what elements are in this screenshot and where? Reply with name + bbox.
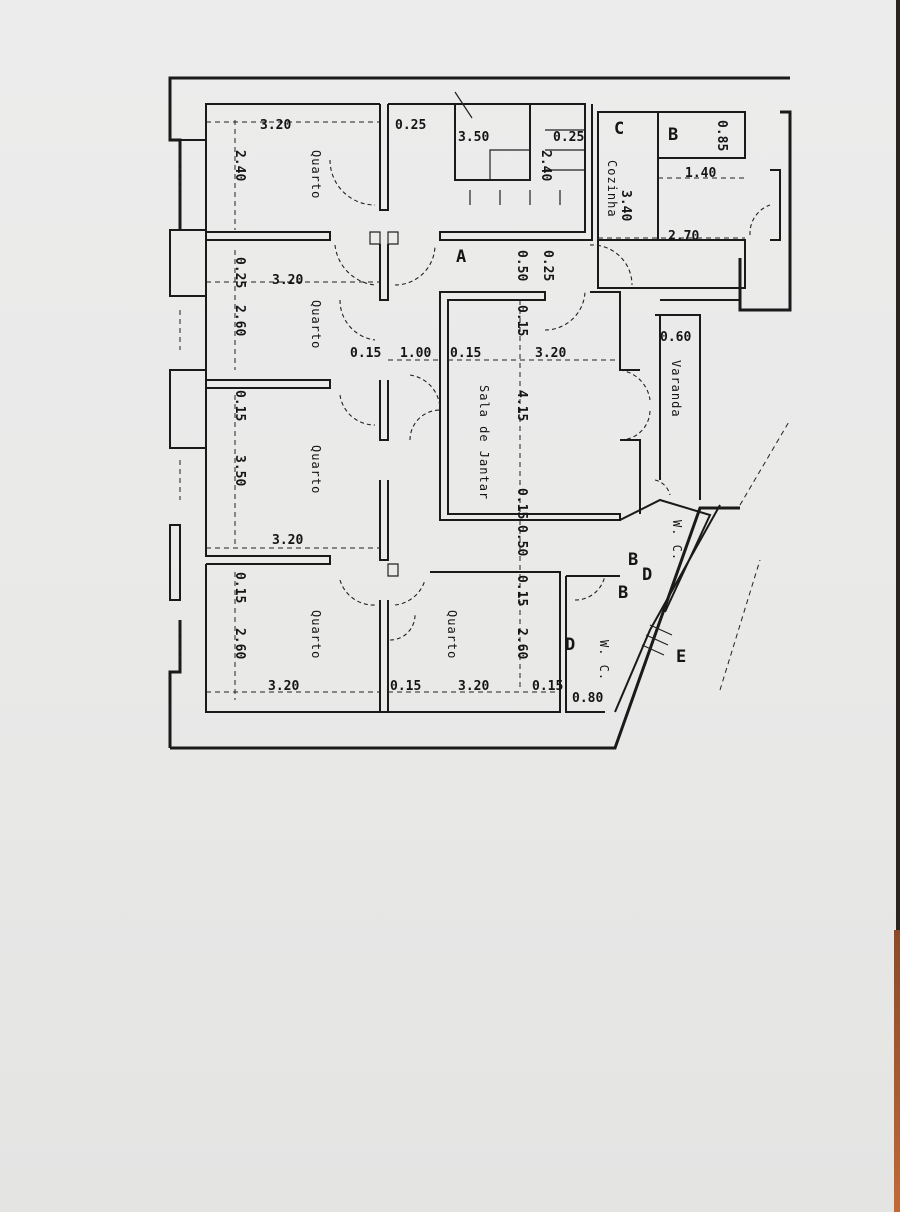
room-label-wc-1: W. C. <box>670 520 684 561</box>
marker-d-2: D <box>565 635 575 655</box>
dim-hall-050-b: 0.50 <box>514 525 529 556</box>
dim-wall-015-i: 0.15 <box>532 679 563 694</box>
marker-c: C <box>614 119 624 139</box>
dim-stair-width: 3.50 <box>458 130 489 145</box>
dim-q2-width: 3.20 <box>272 273 303 288</box>
dim-wall-015-b: 0.15 <box>232 572 247 603</box>
dim-wall-015-a: 0.15 <box>232 390 247 421</box>
background-edge <box>894 930 900 1212</box>
dim-wc-width: 0.80 <box>572 691 603 706</box>
sala-walls <box>439 291 701 521</box>
room-label-quarto-4: Quarto <box>309 610 323 659</box>
paper-edge-shadow <box>896 0 900 1212</box>
interior-walls-left <box>205 104 399 713</box>
dim-wall-015-f: 0.15 <box>514 488 529 519</box>
dim-sala-width: 3.20 <box>535 346 566 361</box>
marker-e: E <box>676 647 686 667</box>
exterior-lines <box>454 91 791 691</box>
dim-q4-depth: 2.60 <box>232 628 247 659</box>
dim-wall-015-d: 0.15 <box>350 346 381 361</box>
lower-right-walls <box>388 498 721 713</box>
dim-hall-050-a: 0.50 <box>514 250 529 281</box>
dim-q5-width: 3.20 <box>458 679 489 694</box>
room-label-quarto-5: Quarto <box>445 610 459 659</box>
marker-d-1: D <box>642 565 652 585</box>
dim-cozinha-width: 2.70 <box>668 229 699 244</box>
dim-q2-depth: 2.60 <box>232 305 247 336</box>
dim-b-box-depth: 0.85 <box>714 120 729 151</box>
dim-wall-015-e: 0.15 <box>450 346 481 361</box>
marker-a: A <box>456 247 466 267</box>
dim-q5-depth: 2.60 <box>514 628 529 659</box>
dim-b-box-width: 1.40 <box>685 166 716 181</box>
dim-wall-015-h: 0.15 <box>390 679 421 694</box>
dim-wall-025-b: 0.25 <box>395 118 426 133</box>
door-swings <box>329 159 771 641</box>
dim-q1-width: 3.20 <box>260 118 291 133</box>
dim-varanda-width: 0.60 <box>660 330 691 345</box>
marker-b-1: B <box>668 125 678 145</box>
dim-q3-width: 3.20 <box>272 533 303 548</box>
dim-wall-025-c: 0.25 <box>553 130 584 145</box>
stair-and-kitchen-walls <box>388 103 781 289</box>
marker-b-3: B <box>618 583 628 603</box>
dim-wall-025-d: 0.25 <box>540 250 555 281</box>
dim-q3-depth: 3.50 <box>232 455 247 486</box>
dim-stair-depth: 2.40 <box>538 150 553 181</box>
dim-cozinha-depth: 3.40 <box>618 190 633 221</box>
room-label-sala: Sala de Jantar <box>477 385 491 500</box>
room-label-wc-2: W. C. <box>597 640 611 681</box>
dim-wall-015-c: 0.15 <box>514 305 529 336</box>
room-label-quarto-2: Quarto <box>309 300 323 349</box>
room-label-quarto-1: Quarto <box>309 150 323 199</box>
dim-q1-depth: 2.40 <box>232 150 247 181</box>
dimension-lines <box>179 120 745 700</box>
dim-wall-025-a: 0.25 <box>232 257 247 288</box>
dim-q4-width: 3.20 <box>268 679 299 694</box>
marker-b-2: B <box>628 550 638 570</box>
room-label-varanda: Varanda <box>669 360 683 418</box>
room-label-quarto-3: Quarto <box>309 445 323 494</box>
room-label-cozinha: Cozinha <box>605 160 619 218</box>
dim-sala-depth: 4.15 <box>514 390 529 421</box>
dim-wall-015-g: 0.15 <box>514 575 529 606</box>
dim-hall-width: 1.00 <box>400 346 431 361</box>
